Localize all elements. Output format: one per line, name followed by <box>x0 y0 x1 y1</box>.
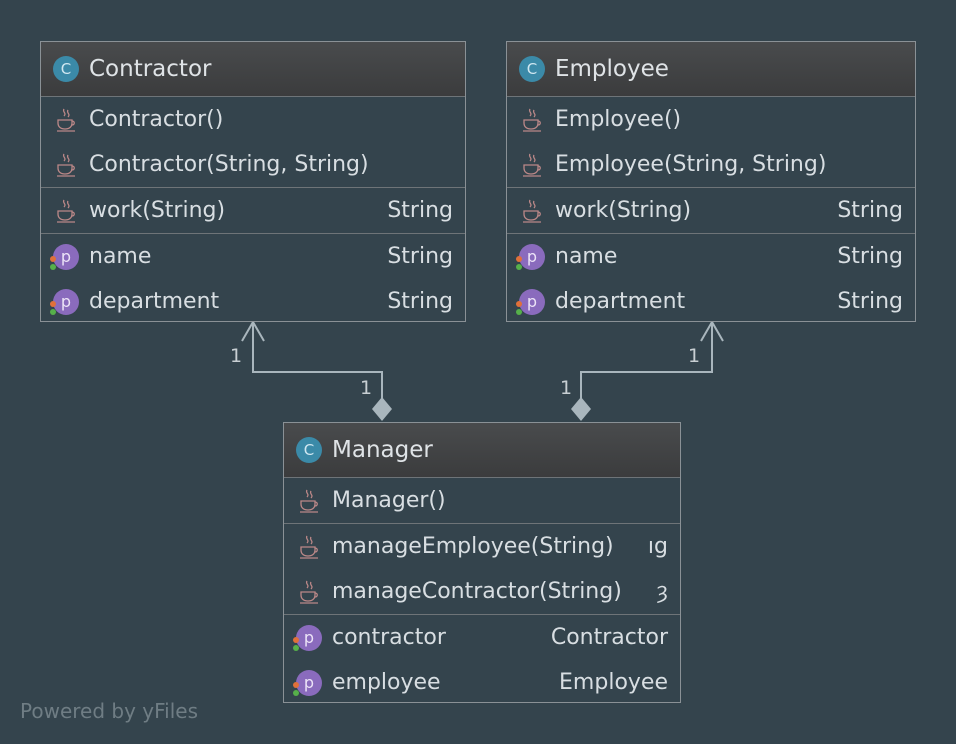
field-type: String <box>387 289 453 314</box>
field-row: p employee Employee <box>284 660 680 702</box>
java-cup-icon <box>296 486 322 516</box>
property-icon: p <box>293 669 322 696</box>
class-header: C Manager <box>284 423 680 478</box>
method-type: String <box>387 198 453 223</box>
method-name: work(String) <box>89 198 226 223</box>
methods-section: work(String) String <box>41 188 465 234</box>
java-cup-icon <box>519 105 545 135</box>
constructors-section: Employee() Employee(String, String) <box>507 97 915 188</box>
method-row: manageContractor(String) ȝ <box>284 569 680 614</box>
method-row: work(String) String <box>41 188 465 233</box>
field-name: name <box>89 244 152 269</box>
powered-by-label: Powered by yFiles <box>20 699 198 723</box>
fields-section: p name String p department String <box>507 234 915 321</box>
constructor-name: Contractor() <box>89 107 224 132</box>
method-row: manageEmployee(String) ıg <box>284 524 680 569</box>
method-type: ıg <box>647 534 668 559</box>
multiplicity-contractor: 1 <box>230 345 243 367</box>
constructor-row: Contractor(String, String) <box>41 142 465 187</box>
method-name: work(String) <box>555 198 692 223</box>
field-type: String <box>837 244 903 269</box>
methods-section: work(String) String <box>507 188 915 234</box>
multiplicity-manager-right: 1 <box>560 377 573 399</box>
property-icon: p <box>516 288 545 315</box>
arrowhead-employee <box>700 320 724 342</box>
class-header: C Employee <box>507 42 915 97</box>
class-employee[interactable]: C Employee Employee() Employee(String, S… <box>506 41 916 322</box>
class-name: Contractor <box>89 56 212 82</box>
constructor-name: Manager() <box>332 488 446 513</box>
composition-diamond-left <box>372 397 392 421</box>
edge-manager-employee <box>580 322 713 420</box>
property-icon: p <box>50 288 79 315</box>
method-row: work(String) String <box>507 188 915 233</box>
field-name: department <box>89 289 220 314</box>
field-name: contractor <box>332 625 446 650</box>
method-type: String <box>837 198 903 223</box>
method-name: manageContractor(String) <box>332 579 622 604</box>
java-cup-icon <box>53 105 79 135</box>
class-header: C Contractor <box>41 42 465 97</box>
constructors-section: Manager() <box>284 478 680 524</box>
field-row: p department String <box>41 279 465 321</box>
methods-section: manageEmployee(String) ıg manageContract… <box>284 524 680 615</box>
java-cup-icon <box>296 532 322 562</box>
constructor-row: Manager() <box>284 478 680 523</box>
field-type: String <box>837 289 903 314</box>
constructor-row: Contractor() <box>41 97 465 142</box>
property-icon: p <box>50 243 79 270</box>
class-manager[interactable]: C Manager Manager() manageEmployee(Strin… <box>283 422 681 703</box>
arrowhead-contractor <box>241 320 265 342</box>
class-name: Manager <box>332 437 433 463</box>
java-cup-icon <box>296 577 322 607</box>
class-icon: C <box>296 437 322 463</box>
fields-section: p contractor Contractor p employee Emplo… <box>284 615 680 702</box>
field-name: department <box>555 289 686 314</box>
field-row: p name String <box>41 234 465 279</box>
java-cup-icon <box>519 150 545 180</box>
field-type: String <box>387 244 453 269</box>
method-type: ȝ <box>656 579 668 604</box>
multiplicity-employee: 1 <box>688 345 701 367</box>
java-cup-icon <box>519 196 545 226</box>
constructor-row: Employee() <box>507 97 915 142</box>
class-icon: C <box>53 56 79 82</box>
class-icon: C <box>519 56 545 82</box>
class-name: Employee <box>555 56 669 82</box>
edge-manager-contractor <box>252 322 383 420</box>
field-row: p contractor Contractor <box>284 615 680 660</box>
constructor-name: Employee() <box>555 107 682 132</box>
constructors-section: Contractor() Contractor(String, String) <box>41 97 465 188</box>
constructor-name: Employee(String, String) <box>555 152 827 177</box>
constructor-row: Employee(String, String) <box>507 142 915 187</box>
field-name: name <box>555 244 618 269</box>
java-cup-icon <box>53 196 79 226</box>
java-cup-icon <box>53 150 79 180</box>
method-name: manageEmployee(String) <box>332 534 614 559</box>
field-type: Employee <box>559 670 668 695</box>
property-icon: p <box>516 243 545 270</box>
fields-section: p name String p department String <box>41 234 465 321</box>
property-icon: p <box>293 624 322 651</box>
multiplicity-manager-left: 1 <box>360 377 373 399</box>
field-type: Contractor <box>550 625 668 650</box>
field-row: p name String <box>507 234 915 279</box>
field-row: p department String <box>507 279 915 321</box>
composition-diamond-right <box>571 397 591 421</box>
class-contractor[interactable]: C Contractor Contractor() Contractor(Str… <box>40 41 466 322</box>
constructor-name: Contractor(String, String) <box>89 152 369 177</box>
field-name: employee <box>332 670 441 695</box>
